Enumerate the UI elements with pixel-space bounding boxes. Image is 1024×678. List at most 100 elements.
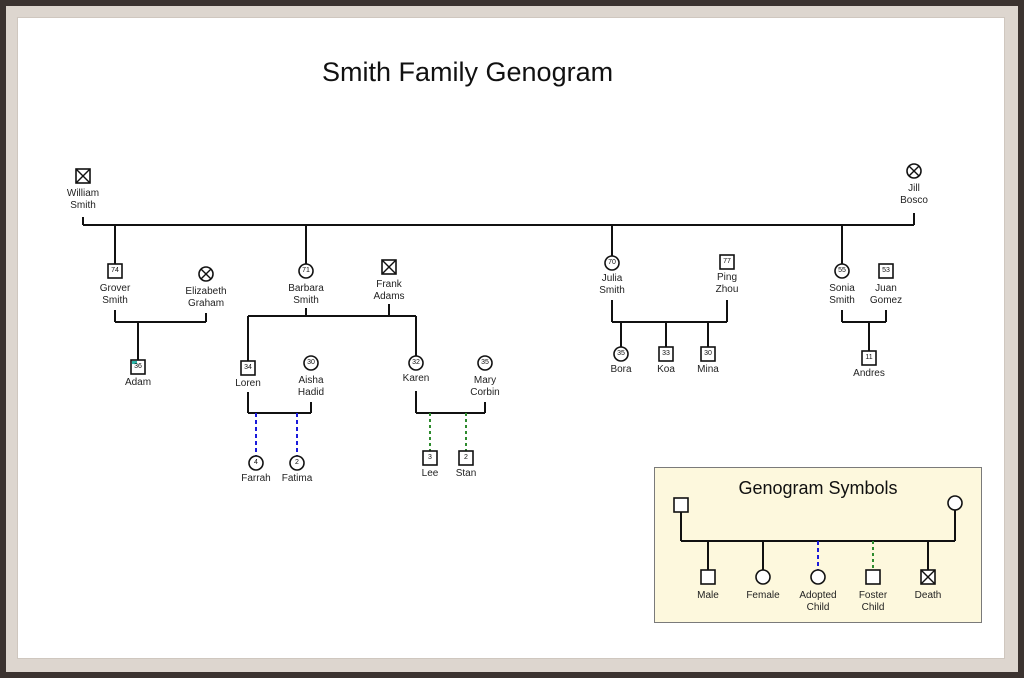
person-label-elizabeth-line: Graham [187, 298, 225, 309]
person-label-frank-line: Adams [373, 291, 405, 302]
person-bora-circle [613, 346, 629, 362]
age-badge-bora: 35 [617, 350, 625, 357]
legend-parent-male-square [673, 497, 689, 513]
person-label-fatima-line: Fatima [281, 473, 313, 484]
legend-symbol-1-circle [755, 569, 771, 585]
person-label-karen-line: Karen [402, 373, 430, 384]
person-label-frank-line: Frank [376, 279, 402, 290]
person-label-adam: Adam [93, 377, 183, 389]
legend-label-2-line: Child [806, 602, 830, 613]
legend-label-0: Male [663, 590, 753, 602]
age-badge-fatima: 2 [295, 459, 299, 466]
age-badge-koa: 33 [662, 350, 670, 357]
person-label-julia-line: Smith [599, 285, 625, 296]
person-label-koa: Koa [621, 364, 711, 376]
person-label-loren: Loren [203, 378, 293, 390]
person-stan-square [458, 450, 474, 466]
age-badge-adam: 36 [134, 363, 142, 370]
person-label-mina: Mina [663, 364, 753, 376]
person-label-stan-line: Stan [455, 468, 477, 479]
person-mina-square [700, 346, 716, 362]
person-label-elizabeth-line: Elizabeth [185, 286, 227, 297]
person-adam-accent [132, 361, 137, 364]
person-jill-death-mark [908, 165, 920, 177]
person-aisha-circle [303, 355, 319, 371]
person-label-farrah-line: Farrah [241, 473, 271, 484]
person-label-lee-line: Lee [421, 468, 439, 479]
legend-label-1: Female [718, 590, 808, 602]
person-label-farrah: Farrah [211, 473, 301, 485]
person-grover-square [107, 263, 123, 279]
age-badge-farrah: 4 [254, 459, 258, 466]
person-label-bora: Bora [576, 364, 666, 376]
person-label-mary-line: Corbin [470, 387, 500, 398]
person-label-william-line: Smith [70, 200, 96, 211]
person-barbara-circle [298, 263, 314, 279]
person-label-andres-line: Andres [853, 368, 885, 379]
age-badge-mary: 35 [481, 359, 489, 366]
person-karen-circle [408, 355, 424, 371]
person-label-juan-line: Juan [875, 283, 897, 294]
person-label-fatima: Fatima [252, 473, 342, 485]
age-badge-juan: 53 [882, 267, 890, 274]
person-label-bora-line: Bora [610, 364, 632, 375]
person-label-juan-line: Gomez [869, 295, 903, 306]
legend-label-4-line: Death [914, 590, 942, 601]
person-label-sonia-line: Smith [829, 295, 855, 306]
age-badge-barbara: 71 [302, 267, 310, 274]
person-label-aisha-line: Aisha [298, 375, 324, 386]
age-badge-loren: 34 [244, 364, 252, 371]
age-badge-andres: 11 [865, 354, 873, 361]
person-ping-square [719, 254, 735, 270]
person-label-stan: Stan [421, 468, 511, 480]
person-label-william-line: William [66, 188, 100, 199]
person-loren-square [240, 360, 256, 376]
person-label-grover-line: Grover [99, 283, 131, 294]
person-andres-square [861, 350, 877, 366]
person-frank-death-mark [381, 259, 397, 275]
legend-title: Genogram Symbols [738, 478, 898, 498]
legend-label-4: Death [883, 590, 973, 602]
person-label-adam-line: Adam [124, 377, 152, 388]
age-badge-lee: 3 [428, 454, 432, 461]
legend-label-3-line: Foster [858, 590, 888, 601]
person-label-barbara-line: Barbara [288, 283, 324, 294]
person-label-ping-line: Ping [716, 272, 737, 283]
person-sonia-circle [834, 263, 850, 279]
person-julia-circle [604, 255, 620, 271]
age-badge-stan: 2 [464, 454, 468, 461]
person-label-lee: Lee [385, 468, 475, 480]
person-label-jill-line: Jill [908, 183, 920, 194]
person-label-mary-line: Mary [473, 375, 497, 386]
legend-symbol-0-square [700, 569, 716, 585]
legend-parent-female-circle [947, 495, 963, 511]
person-juan-square [878, 263, 894, 279]
legend-symbol-3-square [865, 569, 881, 585]
person-label-julia-line: Julia [601, 273, 623, 284]
age-badge-aisha: 30 [307, 359, 315, 366]
person-label-andres: Andres [824, 368, 914, 380]
person-label-grover-line: Smith [102, 295, 128, 306]
age-badge-karen: 32 [412, 359, 420, 366]
person-lee-square [422, 450, 438, 466]
person-label-koa-line: Koa [657, 364, 675, 375]
legend-symbol-4-death-mark [920, 569, 936, 585]
age-badge-julia: 70 [608, 259, 616, 266]
person-label-ping-line: Zhou [715, 284, 739, 295]
